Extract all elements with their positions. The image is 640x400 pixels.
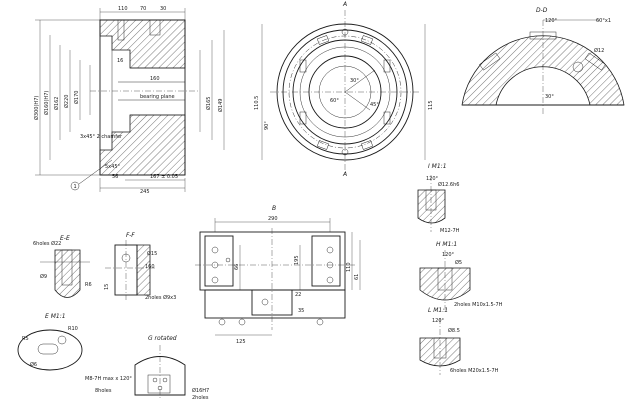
dia-165: Ø165 bbox=[205, 97, 212, 110]
ff-label-160: 160 bbox=[145, 264, 155, 270]
detail-i-title: I M1:1 bbox=[428, 163, 447, 170]
main-section-view: 1 245 167 ± 0.05 56 5x45° 70 110 30 16 1… bbox=[33, 6, 225, 195]
ff-label-dia15: Ø15 bbox=[147, 250, 157, 257]
detail-g: G rotated M8-7H max x 120° 8holes Ø16H7 … bbox=[85, 335, 209, 400]
ff-label-2holes: 2holes Ø9x3 bbox=[145, 294, 176, 301]
view-b-dim-110: 110 bbox=[346, 262, 352, 272]
detail-h: H M1:1 120° Ø5 2holes M10x1.5-7H bbox=[419, 241, 503, 310]
dim-245: 245 bbox=[140, 189, 150, 195]
detail-l: L M1:1 120° Ø8.5 6holes M20x1.5-7H bbox=[419, 307, 499, 375]
detail-h-title: H M1:1 bbox=[436, 241, 457, 248]
dia-220: Ø220 bbox=[63, 95, 70, 108]
view-a-label: A bbox=[342, 1, 347, 8]
dim-56: 56 bbox=[112, 174, 118, 180]
ff-label-15: 15 bbox=[104, 284, 110, 290]
g-label-8holes: 8holes bbox=[95, 388, 112, 394]
detail-ee: E-E 6holes Ø22 R6 Ø9 bbox=[33, 235, 92, 298]
view-b-dim-61: 61 bbox=[354, 274, 360, 280]
dia-300: Ø300(H7) bbox=[33, 96, 40, 120]
detail-e-title: E M1:1 bbox=[45, 313, 66, 320]
l-label-holes: 6holes M20x1.5-7H bbox=[450, 368, 499, 374]
i-label-120: 120° bbox=[426, 176, 439, 182]
ee-label-holes: 6holes Ø22 bbox=[33, 240, 61, 247]
e-label-dia6: Ø6 bbox=[30, 361, 37, 368]
label-chamfer: 3x45° 2 chamfer bbox=[80, 134, 123, 140]
section-dd-title: D-D bbox=[536, 7, 548, 14]
angle-90: 90° bbox=[264, 121, 270, 130]
detail-g-title: G rotated bbox=[148, 335, 177, 342]
l-label-dia: Ø8.5 bbox=[448, 327, 460, 334]
e-label-r5: R5 bbox=[22, 336, 29, 342]
dim-167: 167 ± 0.05 bbox=[150, 174, 178, 180]
l-label-120: 120° bbox=[432, 318, 445, 324]
angle-45: 45° bbox=[370, 102, 379, 108]
section-outline bbox=[99, 19, 186, 176]
dim-110-5: 110.5 bbox=[254, 96, 260, 110]
view-b-dim-125: 125 bbox=[236, 339, 246, 345]
detail-ee-title: E-E bbox=[60, 235, 70, 242]
dim-160: 160 bbox=[150, 76, 160, 82]
i-label-m12: M12-7H bbox=[440, 228, 460, 234]
dim-chamfer: 5x45° bbox=[105, 164, 121, 170]
ee-label-r6: R6 bbox=[85, 282, 92, 288]
view-b-dim-66: 66 bbox=[234, 264, 240, 270]
angle-30: 30° bbox=[350, 78, 359, 84]
dd-label-30: 30° bbox=[545, 94, 554, 100]
view-b-outline bbox=[199, 231, 346, 291]
view-a-label-bottom: A bbox=[342, 171, 347, 178]
dia-162: Ø162 bbox=[53, 97, 60, 110]
view-b-dim-35: 35 bbox=[298, 308, 304, 314]
balloon-1 bbox=[70, 181, 80, 191]
g-label-2holes: 2holes bbox=[192, 395, 209, 400]
view-b-dim-195: 195 bbox=[294, 255, 300, 265]
h-label-dia5: Ø5 bbox=[455, 259, 462, 266]
view-b-title: B bbox=[272, 205, 276, 212]
h-label-holes: 2holes M10x1.5-7H bbox=[454, 302, 503, 308]
ee-label-dia9: Ø9 bbox=[40, 273, 47, 280]
view-b-dim-290: 290 bbox=[268, 216, 278, 222]
section-hatch-top bbox=[99, 19, 186, 69]
dim-70: 70 bbox=[140, 6, 146, 12]
dd-label-60: 60°x1 bbox=[596, 18, 611, 24]
dia-170: Ø170 bbox=[73, 91, 80, 104]
i-label-dia: Ø12.6h6 bbox=[438, 181, 459, 188]
section-dd-view: D-D 60°x1 Ø12 120° 30° bbox=[461, 7, 625, 115]
dd-label-120: 120° bbox=[545, 18, 558, 24]
dd-label-dia12: Ø12 bbox=[594, 47, 604, 54]
g-label-m8: M8-7H max x 120° bbox=[85, 376, 132, 382]
detail-ff-title: F-F bbox=[126, 232, 135, 239]
dim-16: 16 bbox=[117, 58, 123, 64]
front-circular-view: A A 30° 45° 60° 110.5 115 90° bbox=[254, 1, 434, 178]
view-b-dim-22: 22 bbox=[295, 292, 301, 298]
h-label-120: 120° bbox=[442, 252, 455, 258]
balloon-1-text: 1 bbox=[74, 184, 77, 190]
detail-ff: F-F Ø15 160 2holes Ø9x3 15 bbox=[104, 232, 176, 301]
dim-30: 30 bbox=[160, 6, 166, 12]
e-label-r10: R10 bbox=[68, 326, 78, 332]
label-bearing-plane: bearing plane bbox=[140, 94, 175, 100]
dia-149: Ø149 bbox=[217, 99, 224, 112]
detail-i: I M1:1 120° Ø12.6h6 M12-7H bbox=[417, 163, 460, 234]
detail-e: E M1:1 R10 R5 Ø6 bbox=[17, 313, 83, 371]
detail-l-title: L M1:1 bbox=[428, 307, 448, 314]
g-label-dia16: Ø16H7 bbox=[192, 387, 209, 394]
section-dd-hatch bbox=[461, 35, 625, 106]
dia-160: Ø160(H7) bbox=[43, 91, 50, 115]
dim-110: 110 bbox=[118, 6, 128, 12]
dim-115: 115 bbox=[428, 100, 434, 110]
angle-60: 60° bbox=[330, 98, 339, 104]
view-b: B 290 195 125 110 61 66 22 35 bbox=[195, 205, 361, 345]
